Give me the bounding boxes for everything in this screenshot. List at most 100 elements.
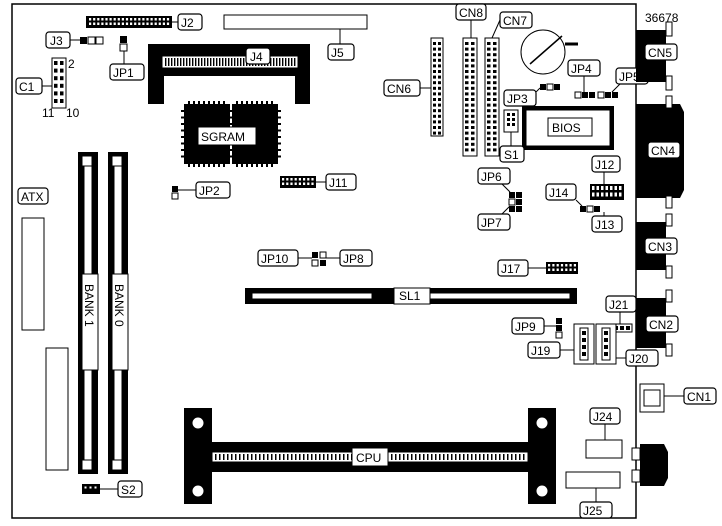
c1-pin2-label: 2 [68, 57, 75, 71]
j4-pin [273, 58, 275, 66]
cn3-label: CN3 [648, 240, 672, 254]
cn7-pin [487, 58, 491, 62]
j2-pin [121, 22, 124, 25]
cpu-pin [291, 454, 293, 460]
cn7-pin [493, 109, 497, 113]
left-pin [48, 450, 56, 458]
jp3-jumper [540, 83, 560, 91]
cn2-label-box [645, 315, 679, 333]
cn7-label: CN7 [503, 14, 527, 28]
j4-pin [189, 58, 191, 66]
cpu-pin [263, 454, 265, 460]
j20-label-box [625, 349, 659, 367]
cn8-pin [471, 70, 475, 73]
cn8-pin [465, 109, 469, 113]
cn5-label-box [644, 43, 678, 61]
j11-pin [303, 178, 306, 181]
sgram-lead [223, 101, 225, 104]
j2-pin [113, 18, 116, 21]
cpu-pin [243, 454, 245, 460]
cn6-pin [438, 81, 441, 85]
atx-pin [34, 243, 41, 252]
j2-pin [138, 22, 141, 25]
atx-pin [34, 275, 41, 283]
j4-label-box [245, 47, 271, 65]
j4-pin [288, 58, 290, 66]
cn8-pin [471, 81, 475, 85]
j4-pin [165, 58, 167, 66]
j17-label: J17 [501, 262, 521, 276]
j12-pin [614, 192, 617, 197]
left-pin [48, 420, 56, 429]
cpu-pin [323, 454, 325, 460]
cn6-pin [438, 109, 441, 113]
j12-pin [592, 186, 595, 190]
sgram-lead [278, 136, 281, 138]
j2-pin [97, 22, 100, 25]
j4-pin [225, 58, 227, 66]
j12-pin [610, 192, 613, 197]
j2-pin [130, 22, 133, 25]
j17-pin [548, 264, 551, 267]
j11-pin [290, 182, 293, 185]
j4-pin [282, 58, 284, 66]
cn8-pin [465, 137, 469, 141]
jp3-label-box [503, 89, 537, 107]
jp2-label-box [195, 181, 231, 199]
jp1-jumper [119, 36, 128, 52]
cn7-pin [487, 120, 491, 124]
sgram-lead [246, 101, 248, 104]
j12-pin [601, 186, 604, 190]
cn7-pin [487, 126, 491, 129]
cn7-pin [493, 137, 497, 141]
s1-switch [503, 109, 519, 133]
j4-pin [207, 58, 209, 66]
cpu-pin [239, 454, 241, 460]
j3-jumper [80, 36, 104, 45]
cn8-pin [465, 75, 469, 79]
left-pin [48, 391, 56, 400]
j5-connector [223, 14, 368, 30]
j17-pin [552, 264, 555, 267]
j4-pin [231, 58, 233, 66]
jp5-jumper [597, 91, 618, 99]
cpu-pin [331, 454, 333, 460]
sgram-lead [278, 149, 281, 151]
j17-pin [552, 268, 555, 271]
cn8-pin [471, 120, 475, 124]
cpu-pin [287, 454, 289, 460]
j2-pin [150, 18, 153, 21]
cn6-pin [438, 58, 441, 62]
cn8-pin [471, 42, 475, 45]
cn6-pin [433, 53, 436, 57]
cpu-pin [283, 454, 285, 460]
s2-switch [82, 484, 100, 494]
j14-label-box [545, 183, 577, 201]
j17-pin [560, 268, 564, 271]
cn7-pin [493, 131, 497, 135]
j4-pin [183, 58, 185, 66]
jp6-label: JP6 [481, 170, 502, 184]
j2-pin [150, 22, 153, 25]
cn7-pin [493, 114, 497, 118]
j11-pin [282, 182, 285, 185]
atx-pin [25, 285, 32, 294]
cpu-pin [255, 454, 257, 460]
cn7-pin [493, 126, 497, 129]
j4-pin [213, 58, 215, 66]
j25-connector [565, 471, 621, 489]
cn6-pin [433, 70, 436, 73]
cpu-pin [267, 454, 269, 460]
cn7-connector [484, 37, 500, 157]
s2-label-box [117, 480, 143, 498]
sgram-lead [278, 123, 281, 125]
j2-pin [158, 22, 161, 25]
j4-pin [168, 58, 170, 66]
cn7-pin [493, 92, 497, 96]
cpu-pin [339, 454, 341, 460]
cn4-label-box [647, 141, 681, 159]
j2-pin [162, 22, 165, 25]
sgram-lead [236, 101, 238, 104]
cn7-pin [487, 64, 491, 68]
j11-pin [303, 182, 306, 185]
